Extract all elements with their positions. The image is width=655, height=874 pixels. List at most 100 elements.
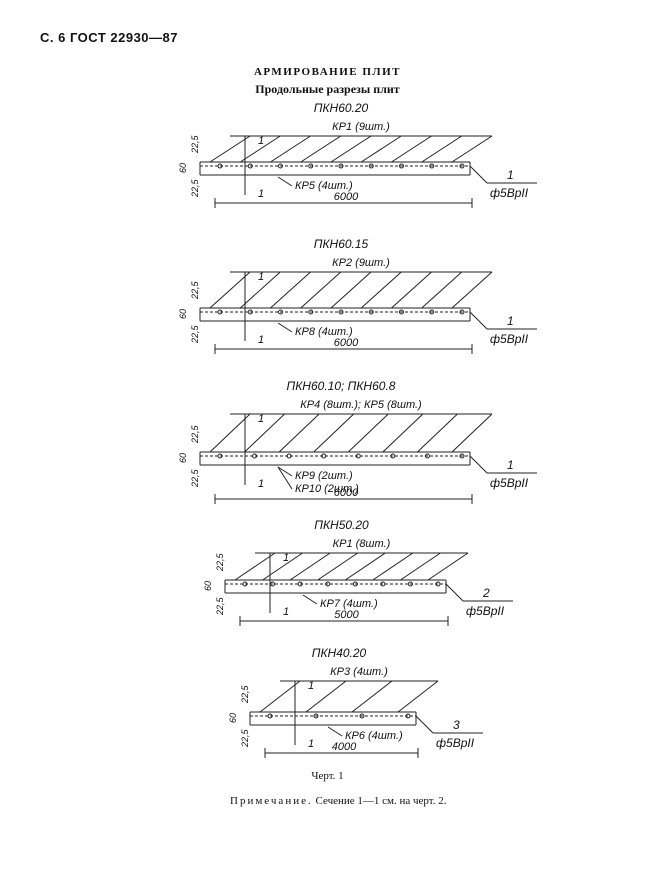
cage-diagonal [360, 135, 402, 163]
cage-diagonal [451, 271, 493, 309]
cage-node [429, 163, 435, 169]
dim-height: 60 [178, 453, 188, 463]
cage-diagonal [305, 680, 347, 713]
bottom-cage-label: КР5 (4шт.) [295, 180, 353, 192]
cage-node [359, 713, 365, 719]
drawing-title: АРМИРОВАНИЕ ПЛИТ [253, 66, 402, 78]
label-leader [277, 466, 293, 477]
cage-node [313, 713, 319, 719]
section-name: ПКН60.10; ПКН60.8 [287, 379, 396, 393]
cage-node [267, 713, 273, 719]
cage-diagonal [347, 413, 389, 453]
cage-node [217, 453, 223, 459]
dim-bottom: 22,5 [240, 728, 250, 748]
dim-bottom: 22,5 [215, 596, 225, 616]
cage-node [242, 581, 248, 587]
dim-top: 22,5 [190, 424, 200, 444]
cut-label: 1 [258, 478, 264, 490]
bottom-cage-label: КР6 (4шт.) [345, 730, 403, 742]
cage-node [405, 713, 411, 719]
cage-node [352, 581, 358, 587]
note-label: Примечание. [230, 795, 313, 807]
top-cage-label: КР1 (9шт.) [332, 121, 390, 133]
cage-node [270, 581, 276, 587]
cage-diagonal [451, 413, 493, 453]
cage-diagonal [417, 413, 458, 453]
cage-node [297, 581, 303, 587]
cage-diagonal [317, 552, 358, 581]
label-leader [277, 466, 293, 490]
cage-node [338, 309, 344, 315]
cage-node [459, 163, 465, 169]
cage-diagonal [300, 135, 342, 163]
cage-node [286, 453, 292, 459]
cage-diagonal [382, 413, 424, 453]
bottom-cage-label: КР10 (2шт.) [295, 483, 359, 495]
bar-leader [469, 455, 488, 474]
section-name: ПКН40.20 [312, 646, 367, 660]
cage-node [435, 581, 441, 587]
bottom-cage-label: КР9 (2шт.) [295, 470, 353, 482]
cage-diagonal [330, 135, 372, 163]
dim-top: 22,5 [215, 552, 225, 572]
cage-diagonal [244, 413, 285, 453]
cage-node [407, 581, 413, 587]
cage-diagonal [360, 271, 402, 309]
cage-node [308, 309, 314, 315]
cage-diagonal [421, 271, 463, 309]
cage-node [424, 453, 430, 459]
cage-diagonal [239, 135, 281, 163]
label-leader [277, 176, 293, 187]
cage-diagonal [209, 135, 251, 163]
cage-node [390, 453, 396, 459]
length-label: 5000 [334, 609, 359, 621]
cage-diagonal [234, 552, 276, 581]
dim-height: 60 [203, 581, 213, 591]
section-name: ПКН50.20 [314, 518, 369, 532]
cage-node [399, 309, 404, 315]
cage-diagonal [278, 413, 320, 453]
cage-diagonal [313, 413, 355, 453]
figure-caption: Черт. 1 [311, 770, 344, 782]
bar-index: 3 [453, 718, 460, 732]
cage-node [380, 581, 386, 587]
cut-label: 1 [258, 413, 264, 425]
footnote: Примечание. Сечение 1—1 см. на черт. 2. [230, 795, 447, 807]
cage-diagonal [400, 552, 441, 581]
cage-diagonal [421, 135, 463, 163]
dim-bottom: 22,5 [190, 178, 200, 198]
bar-index: 2 [482, 586, 490, 600]
cage-node [217, 163, 223, 169]
cage-node [459, 453, 465, 459]
cut-label: 1 [258, 271, 264, 283]
cage-diagonal [330, 271, 372, 309]
dim-height: 60 [178, 163, 188, 173]
cage-diagonal [391, 135, 432, 163]
cage-diagonal [427, 552, 469, 581]
cage-diagonal [270, 271, 311, 309]
section-name: ПКН60.15 [314, 237, 369, 251]
bar-leader [415, 715, 434, 734]
cage-diagonal [239, 271, 281, 309]
bottom-cage-label: КР8 (4шт.) [295, 326, 353, 338]
cut-label: 1 [258, 334, 264, 346]
dim-top: 22,5 [190, 134, 200, 154]
dim-top: 22,5 [240, 684, 250, 704]
bar-label: ф5ВрII [490, 476, 529, 490]
length-label: 6000 [334, 337, 359, 349]
cage-diagonal [259, 680, 301, 713]
bar-leader [445, 583, 464, 602]
bar-index: 1 [507, 168, 514, 182]
top-cage-label: КР4 (8шт.); КР5 (8шт.) [300, 399, 422, 411]
bottom-cage-label: КР7 (4шт.) [320, 598, 378, 610]
dim-bottom: 22,5 [190, 468, 200, 488]
bar-label: ф5ВрII [490, 332, 529, 346]
cage-diagonal [262, 552, 303, 581]
cut-label: 1 [283, 606, 289, 618]
length-label: 6000 [334, 487, 359, 499]
dim-height: 60 [228, 713, 238, 723]
cage-diagonal [397, 680, 439, 713]
